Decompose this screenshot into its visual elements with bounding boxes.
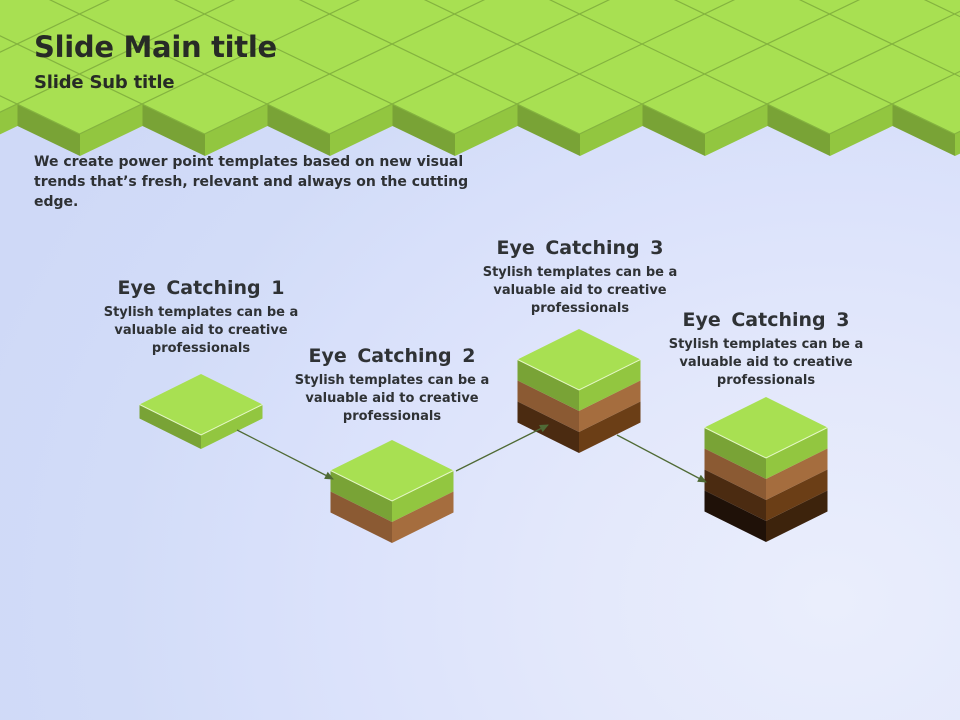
tile-right-face	[205, 104, 268, 156]
cube-highlight-edge	[704, 427, 828, 459]
tile-grid-line	[829, 70, 960, 135]
grass-left-face	[704, 427, 766, 479]
step-1-description: Stylish templates can be a valuable aid …	[103, 305, 299, 356]
tile-left-face	[517, 104, 580, 156]
intro-paragraph: We create power point templates based on…	[34, 154, 469, 210]
grass-right-face	[766, 427, 828, 479]
tile-grid-line	[48, 0, 330, 135]
tile-left-face	[17, 104, 80, 156]
tile-grid-line	[298, 0, 580, 135]
tile-left-face	[892, 104, 955, 156]
tile-right-face	[580, 104, 643, 156]
tile-left-face	[392, 104, 455, 156]
tile-grid-line	[798, 0, 960, 78]
tile-grid-line	[0, 95, 80, 135]
tile-grid	[0, 0, 960, 156]
mid-soil-right-face	[579, 401, 641, 453]
grass-left-face	[139, 404, 201, 449]
step-2-text: Eye Catching 2 Stylish templates can be …	[287, 344, 497, 426]
step-1-text: Eye Catching 1 Stylish templates can be …	[96, 276, 306, 358]
step-4-text: Eye Catching 3 Stylish templates can be …	[661, 308, 871, 390]
grass-left-face	[330, 470, 392, 522]
light-soil-left-face	[517, 380, 579, 432]
grass-right-face	[392, 470, 454, 522]
tile-grid-line	[0, 0, 111, 53]
tile-right-face	[955, 131, 960, 156]
tile-grid-line	[173, 0, 455, 135]
cube-2	[330, 440, 454, 543]
cube-1	[139, 374, 263, 449]
tile-right-face	[330, 104, 393, 156]
mid-soil-right-face	[766, 469, 828, 521]
tile-right-face	[0, 104, 18, 135]
step-4-description: Stylish templates can be a valuable aid …	[668, 337, 864, 388]
tile-grid-line	[454, 0, 736, 135]
tile-right-face	[455, 104, 518, 156]
tile-grid-line	[423, 0, 705, 135]
tile-grid-line	[329, 0, 611, 135]
grass-right-face	[579, 359, 641, 411]
slide-main-title: Slide Main title	[34, 30, 277, 64]
tile-right-face	[705, 104, 768, 156]
tile-grid-line	[548, 0, 830, 135]
cube-highlight-edge	[517, 359, 641, 391]
tile-grid-line	[0, 0, 236, 113]
tile-left-face	[267, 104, 330, 156]
tile-grid-line	[704, 10, 960, 135]
isometric-grass-tile-banner	[0, 0, 960, 156]
light-soil-right-face	[579, 380, 641, 432]
cube-highlight-edge	[139, 404, 263, 436]
cube-highlight-edge	[330, 470, 454, 502]
tile-grid-line	[579, 0, 861, 135]
tile-left-face	[142, 104, 205, 156]
tile-grid-line	[673, 0, 955, 135]
step-3-heading: Eye Catching 3	[496, 237, 664, 259]
light-soil-right-face	[766, 448, 828, 500]
tile-grid-line	[79, 0, 361, 135]
tile-top-surface	[0, 0, 960, 134]
connector-arrow-1	[236, 429, 334, 480]
light-soil-right-face	[392, 491, 454, 543]
tile-grid-line	[0, 35, 205, 135]
connector-arrow-3	[616, 434, 707, 483]
dark-soil-right-face	[766, 490, 828, 542]
step-2-heading: Eye Catching 2	[308, 345, 476, 367]
cube-3	[517, 329, 641, 453]
light-soil-left-face	[330, 491, 392, 543]
step-2-description: Stylish templates can be a valuable aid …	[294, 373, 490, 424]
grass-left-face	[517, 359, 579, 411]
tile-right-face	[80, 104, 143, 156]
step-3-text: Eye Catching 3 Stylish templates can be …	[475, 236, 685, 318]
cube-4	[704, 397, 828, 542]
light-soil-left-face	[704, 448, 766, 500]
connector-arrow-2	[455, 424, 549, 472]
tile-grid-line	[204, 0, 486, 135]
step-3-description: Stylish templates can be a valuable aid …	[482, 265, 678, 316]
tile-left-face	[767, 104, 830, 156]
grass-right-face	[201, 404, 263, 449]
tile-left-face	[642, 104, 705, 156]
step-4-heading: Eye Catching 3	[682, 309, 850, 331]
mid-soil-left-face	[704, 469, 766, 521]
dark-soil-left-face	[704, 490, 766, 542]
step-1-heading: Eye Catching 1	[117, 277, 285, 299]
slide-subtitle: Slide Sub title	[34, 72, 175, 93]
tile-right-face	[830, 104, 893, 156]
